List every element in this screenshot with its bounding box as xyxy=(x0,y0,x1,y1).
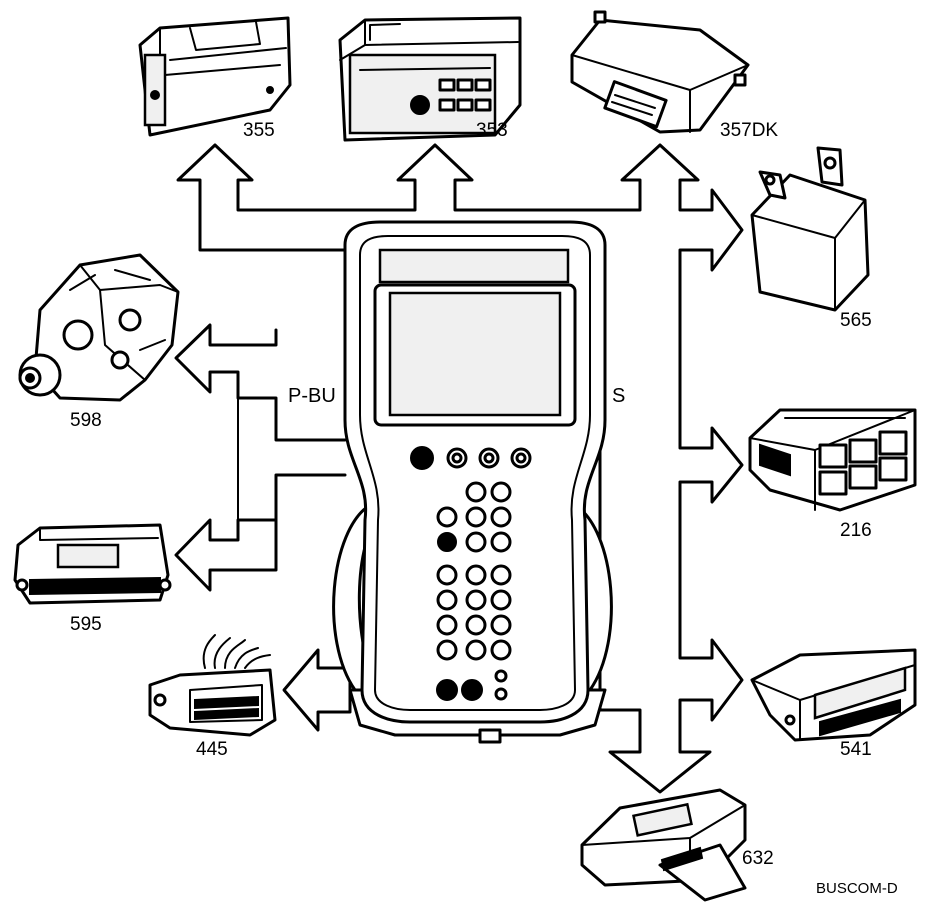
module-565 xyxy=(750,146,870,312)
module-541 xyxy=(750,648,917,742)
label-353: 353 xyxy=(476,120,508,141)
module-353-faceplate xyxy=(348,53,497,135)
bus-label-right: S xyxy=(612,385,625,407)
tester-fn-button-inner xyxy=(483,452,495,464)
module-541-display xyxy=(813,666,907,720)
bus-445-arrows xyxy=(282,648,352,732)
figure-code: BUSCOM-D xyxy=(816,880,898,897)
module-598 xyxy=(18,253,180,402)
label-445: 445 xyxy=(196,739,228,760)
tester-fn-button-inner xyxy=(451,452,463,464)
tester-keypad xyxy=(436,481,512,701)
module-355 xyxy=(138,16,292,137)
tester-screen xyxy=(388,291,562,417)
tester-top-window xyxy=(378,248,570,284)
bus-label-left: P-BU xyxy=(288,385,336,407)
module-595-label-plate xyxy=(56,543,120,569)
label-355: 355 xyxy=(243,120,275,141)
tester-connector xyxy=(478,728,502,744)
tester-body-inner xyxy=(359,235,591,711)
module-445 xyxy=(148,634,277,737)
label-595: 595 xyxy=(70,614,102,635)
label-357dk: 357DK xyxy=(720,120,778,141)
bus-left-main xyxy=(174,323,347,442)
tester-fn-button-inner xyxy=(515,452,527,464)
module-353 xyxy=(338,16,522,142)
label-541: 541 xyxy=(840,739,872,760)
label-216: 216 xyxy=(840,520,872,541)
module-632 xyxy=(580,788,747,902)
tester-power-button xyxy=(410,446,434,470)
label-565: 565 xyxy=(840,310,872,331)
module-216 xyxy=(748,408,917,512)
diagnostic-tester xyxy=(332,220,613,744)
module-632-label-plate xyxy=(632,802,693,837)
module-357dk xyxy=(570,10,750,134)
label-632: 632 xyxy=(742,848,774,869)
bus-left-lower xyxy=(174,473,347,592)
label-598: 598 xyxy=(70,410,102,431)
module-595 xyxy=(13,523,172,605)
